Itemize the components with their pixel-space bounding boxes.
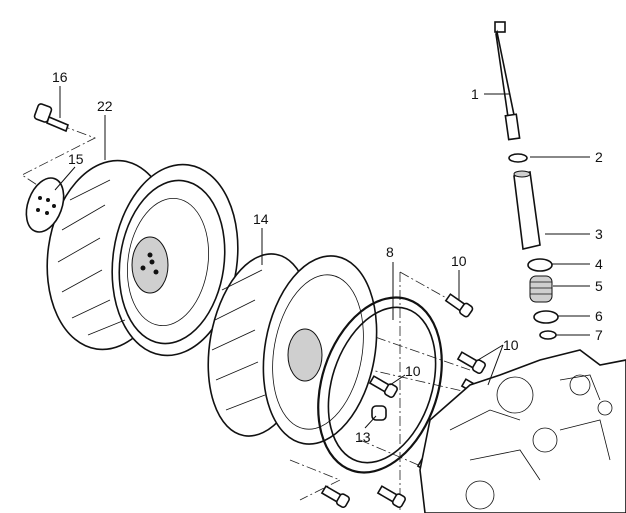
- part-15-plate: [25, 177, 65, 233]
- callout-2: 2: [595, 149, 603, 165]
- callout-labels: 16 22 15 14 8 10 10 10 13 1 2 3 4 5 6 7: [52, 69, 603, 445]
- callout-13: 13: [355, 429, 371, 445]
- part-22-fan-pulley: [46, 159, 239, 357]
- callout-7: 7: [595, 327, 603, 343]
- part-8-seal-ring: [317, 296, 443, 474]
- callout-10-center: 10: [405, 363, 421, 379]
- callout-10-top: 10: [451, 253, 467, 269]
- callout-6: 6: [595, 308, 603, 324]
- parts-1-7-injector-stack: [494, 21, 559, 340]
- callout-16: 16: [52, 69, 68, 85]
- callout-1: 1: [471, 86, 479, 102]
- part-16-bolt: [33, 103, 69, 133]
- engine-block: [419, 349, 626, 513]
- callout-10-right: 10: [503, 337, 519, 353]
- callout-3: 3: [595, 226, 603, 242]
- callout-14: 14: [253, 211, 269, 227]
- callout-5: 5: [595, 278, 603, 294]
- callout-22: 22: [97, 98, 113, 114]
- part-14-wheel: [207, 253, 378, 445]
- callout-4: 4: [595, 256, 603, 272]
- leader-lines: [54, 86, 590, 429]
- callout-8: 8: [386, 244, 394, 260]
- callout-15: 15: [68, 151, 84, 167]
